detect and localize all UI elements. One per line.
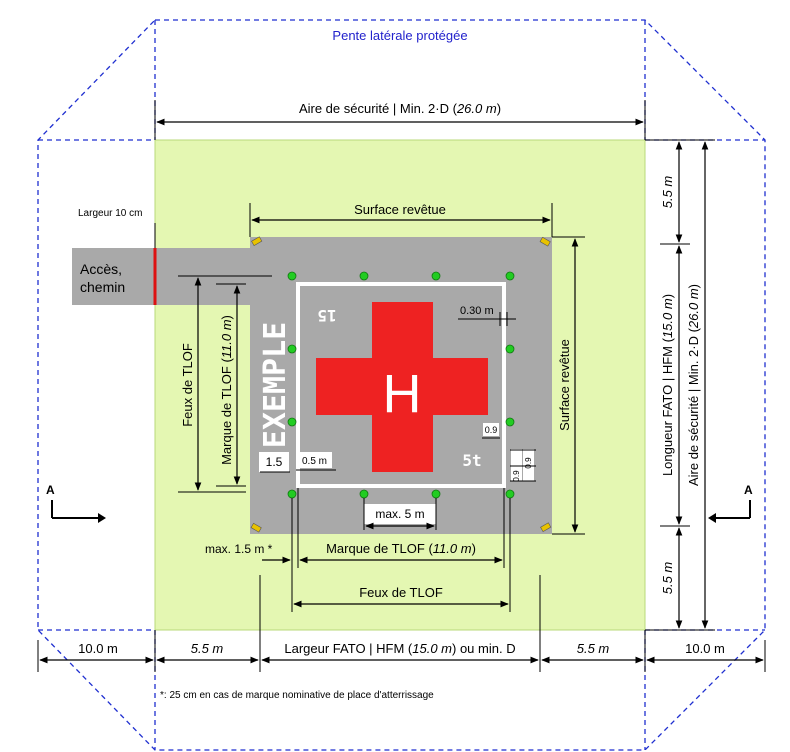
dim-09a-bg [483, 423, 499, 436]
access-label-1: Accès, [80, 261, 122, 277]
safety-vertical-label: Aire de sécurité | Min. 2·D (26.0 m) [686, 284, 701, 486]
max5-label: max. 5 m [375, 507, 424, 521]
fato-length-label: Longueur FATO | HFM (15.0 m) [660, 294, 675, 476]
protected-slope-label: Pente latérale protégée [332, 28, 467, 43]
tlof-light [287, 271, 297, 281]
corner-marker [539, 236, 551, 247]
tlof-mark-left-label: Marque de TLOF (11.0 m) [219, 315, 234, 465]
dim-10-left-label: 10.0 m [78, 641, 118, 656]
mark-15: 15 [317, 306, 336, 325]
section-marker-right: A [708, 483, 753, 523]
svg-text:A: A [46, 483, 55, 497]
corner-marker [251, 236, 263, 247]
dim-09bc-bg [523, 449, 534, 481]
dim-09bc-bg [511, 449, 522, 481]
svg-text:A: A [744, 483, 753, 497]
dim-15-bg [259, 452, 289, 472]
exemple-marking: EXEMPLE [258, 322, 293, 448]
tlof-light [287, 489, 297, 499]
tlof-light [505, 271, 515, 281]
surface-top-label: Surface revêtue [354, 202, 446, 217]
max15-label: max. 1.5 m * [205, 542, 273, 556]
tlof-light [359, 271, 369, 281]
dim-10-right-label: 10.0 m [685, 641, 725, 656]
dim-09a-label: 0.9 [485, 425, 498, 435]
tlof-lights-left-label: Feux de TLOF [180, 343, 195, 427]
tlof-light [505, 344, 515, 354]
max5-bg [364, 504, 436, 524]
dim-05-bg [300, 452, 332, 468]
dim-55-right-label: 5.5 m [577, 641, 610, 656]
tlof-lights-bottom-label: Feux de TLOF [359, 585, 443, 600]
tlof-light [359, 489, 369, 499]
access-label-2: chemin [80, 279, 125, 295]
tlof-light [431, 271, 441, 281]
safety-area-top-label: Aire de sécurité | Min. 2·D (26.0 m) [299, 101, 501, 116]
mark-5t: 5t [462, 451, 481, 470]
red-cross-horizontal [316, 358, 488, 415]
section-marker-left: A [46, 483, 106, 523]
dim-09c-label: 0.9 [524, 457, 533, 469]
tlof-light [287, 344, 297, 354]
dim-55-left-label: 5.5 m [191, 641, 224, 656]
footnote: *: 25 cm en cas de marque nominative de … [160, 690, 434, 701]
dim-55-top-label: 5.5 m [660, 176, 675, 209]
corner-marker [250, 522, 262, 533]
dim-15-label: 1.5 [266, 455, 283, 469]
tlof-light [287, 417, 297, 427]
tlof-marking [296, 282, 506, 488]
surface-right-label: Surface revêtue [557, 339, 572, 431]
dim-05-label: 0.5 m [302, 456, 327, 467]
corner-marker [540, 522, 552, 533]
tlof-mark-bottom-label: Marque de TLOF (11.0 m) [326, 541, 476, 556]
tlof-light [505, 417, 515, 427]
dim-55-bottom-label: 5.5 m [660, 562, 675, 595]
pad-letter-h: H [383, 364, 422, 424]
width-note: Largeur 10 cm [78, 208, 142, 219]
tlof-light [505, 489, 515, 499]
tlof-lights [287, 271, 515, 499]
tlof-light [431, 489, 441, 499]
dim-030-label: 0.30 m [460, 305, 494, 317]
dim-09b-label: 0.9 [512, 470, 521, 482]
fato-width-label: Largeur FATO | HFM (15.0 m) ou min. D [284, 641, 515, 656]
